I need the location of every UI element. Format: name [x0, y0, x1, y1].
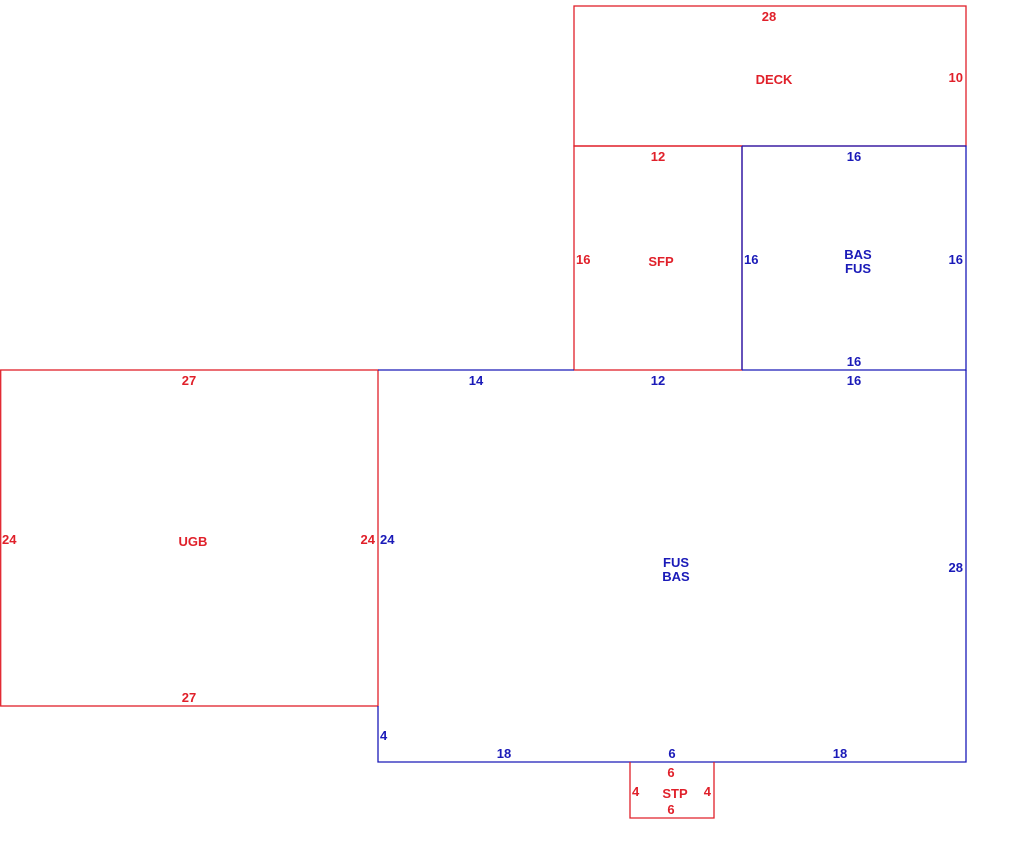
- main-bottom-dimension-c: 18: [833, 746, 847, 761]
- deck-top-dimension: 28: [762, 9, 776, 24]
- main-top-dimension-b: 12: [651, 373, 665, 388]
- ugb-area: [0, 369, 379, 707]
- stp-left-dimension: 4: [632, 784, 640, 799]
- sfp-label: SFP: [648, 254, 674, 269]
- stp-bottom-dimension: 6: [667, 802, 674, 817]
- stp-label: STP: [662, 786, 688, 801]
- main-label-2: BAS: [662, 569, 690, 584]
- bas-upper-right-dimension: 16: [949, 252, 963, 267]
- main-left-dimension: 24: [380, 532, 395, 547]
- main-top-dimension-a: 14: [469, 373, 484, 388]
- ugb-top-dimension: 27: [182, 373, 196, 388]
- bas-upper-top-dimension: 16: [847, 149, 861, 164]
- stp-right-dimension: 4: [704, 784, 712, 799]
- main-bottom-dimension-a: 18: [497, 746, 511, 761]
- ugb-left-dimension: 24: [2, 532, 17, 547]
- sfp-left-dimension: 16: [576, 252, 590, 267]
- bas-upper-area: [742, 145, 967, 371]
- stp-area: [629, 762, 715, 819]
- stp-top-dimension: 6: [667, 765, 674, 780]
- bas-upper-label-2: FUS: [845, 261, 871, 276]
- ugb-bottom-dimension: 27: [182, 690, 196, 705]
- deck-label: DECK: [756, 72, 793, 87]
- sfp-top-dimension: 12: [651, 149, 665, 164]
- bas-upper-left-dimension: 16: [744, 252, 758, 267]
- ugb-label: UGB: [179, 534, 208, 549]
- main-top-dimension-c: 16: [847, 373, 861, 388]
- main-label-1: FUS: [663, 555, 689, 570]
- main-bottom-dimension-b: 6: [668, 746, 675, 761]
- main-left-lower-dimension: 4: [380, 728, 388, 743]
- main-outer-walls: [377, 370, 967, 763]
- main-right-dimension: 28: [949, 560, 963, 575]
- deck-right-dimension: 10: [949, 70, 963, 85]
- bas-upper-bottom-dimension: 16: [847, 354, 861, 369]
- bas-upper-label-1: BAS: [844, 247, 872, 262]
- ugb-right-dimension: 24: [361, 532, 376, 547]
